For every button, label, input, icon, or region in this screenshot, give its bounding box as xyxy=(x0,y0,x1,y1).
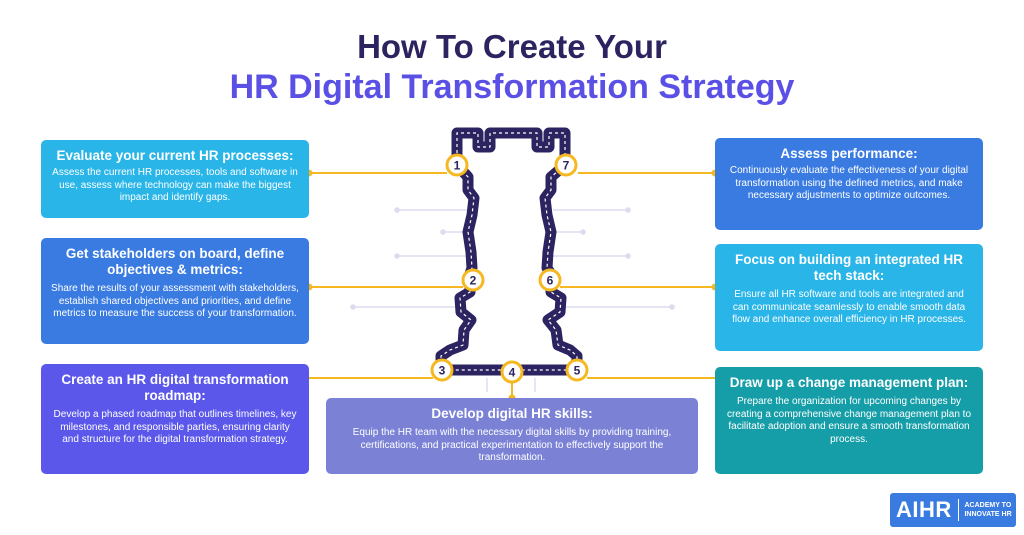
logo-tagline-line-1: ACADEMY TO xyxy=(964,502,1012,509)
logo-divider xyxy=(958,499,960,521)
step-card-2: Get stakeholders on board, define object… xyxy=(41,238,309,344)
title-line-1: How To Create Your xyxy=(357,28,667,65)
step-marker-4: 4 xyxy=(500,360,524,384)
step-heading-2: Get stakeholders on board, define object… xyxy=(65,246,285,277)
guide-lines xyxy=(350,207,675,392)
step-heading-1: Evaluate your current HR processes: xyxy=(56,148,294,163)
step-body-7: Continuously evaluate the effectiveness … xyxy=(729,165,969,201)
step-marker-6: 6 xyxy=(538,268,562,292)
step-body-4: Equip the HR team with the necessary dig… xyxy=(352,427,672,463)
step-card-5: Draw up a change management plan: Prepar… xyxy=(715,367,983,474)
step-card-1: Evaluate your current HR processes: Asse… xyxy=(41,140,309,218)
logo-tagline: ACADEMY TO INNOVATE HR xyxy=(964,501,1016,519)
step-number-4: 4 xyxy=(509,366,516,380)
step-heading-3: Create an HR digital transformation road… xyxy=(61,372,289,403)
step-card-7: Assess performance: Continuously evaluat… xyxy=(715,138,983,230)
step-number-2: 2 xyxy=(470,274,477,288)
step-number-6: 6 xyxy=(547,274,554,288)
step-number-5: 5 xyxy=(574,364,581,378)
step-marker-3: 3 xyxy=(430,358,454,382)
logo-tagline-line-2: INNOVATE HR xyxy=(964,511,1012,518)
step-body-1: Assess the current HR processes, tools a… xyxy=(52,167,298,203)
aihr-logo: AIHR ACADEMY TO INNOVATE HR xyxy=(890,493,1016,527)
title-line-2: HR Digital Transformation Strategy xyxy=(229,68,795,106)
step-marker-2: 2 xyxy=(461,268,485,292)
step-body-6: Ensure all HR software and tools are int… xyxy=(732,289,966,325)
step-heading-7: Assess performance: xyxy=(780,146,918,161)
step-number-3: 3 xyxy=(439,364,446,378)
step-marker-1: 1 xyxy=(445,153,469,177)
step-card-4: Develop digital HR skills: Equip the HR … xyxy=(326,398,698,474)
step-card-6: Focus on building an integrated HR tech … xyxy=(715,244,983,351)
step-number-7: 7 xyxy=(563,159,570,173)
step-heading-6: Focus on building an integrated HR tech … xyxy=(735,252,963,283)
logo-mark: AIHR xyxy=(896,497,952,522)
step-number-1: 1 xyxy=(454,159,461,173)
step-heading-4: Develop digital HR skills: xyxy=(431,406,593,421)
step-heading-5: Draw up a change management plan: xyxy=(729,375,969,390)
step-body-2: Share the results of your assessment wit… xyxy=(51,283,299,319)
step-marker-7: 7 xyxy=(554,153,578,177)
step-body-3: Develop a phased roadmap that outlines t… xyxy=(53,409,297,445)
step-body-5: Prepare the organization for upcoming ch… xyxy=(726,396,972,445)
step-card-3: Create an HR digital transformation road… xyxy=(41,364,309,474)
step-marker-5: 5 xyxy=(565,358,589,382)
